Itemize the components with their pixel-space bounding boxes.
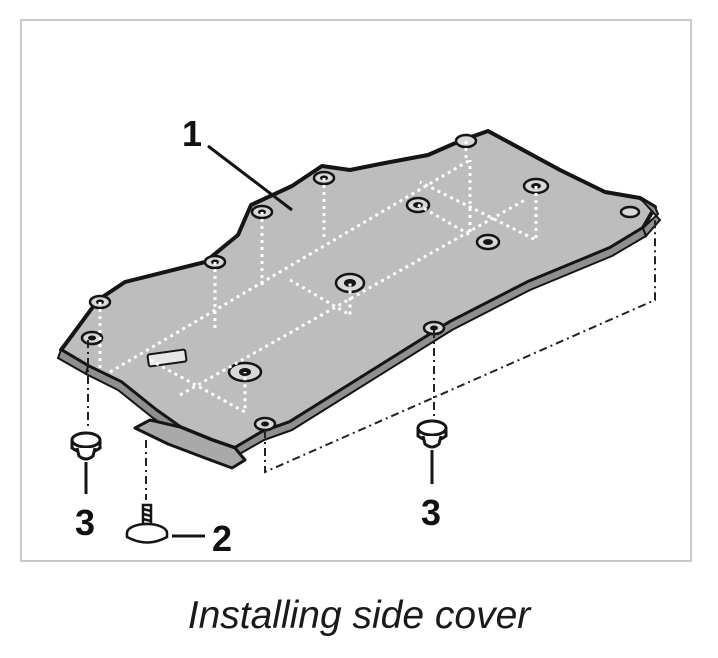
side-cover-slot bbox=[146, 348, 188, 368]
mounting-bosses bbox=[80, 133, 641, 432]
callout-clip-right: 3 bbox=[421, 492, 441, 533]
clip-nut-left bbox=[70, 431, 102, 461]
callout-screw: 2 bbox=[212, 518, 232, 559]
callout-cover: 1 bbox=[182, 113, 202, 154]
figure-caption: Installing side cover bbox=[187, 594, 531, 637]
callout-clip-left: 3 bbox=[75, 502, 95, 543]
cover-leader bbox=[207, 144, 293, 212]
side-cover-left-flange bbox=[56, 348, 90, 376]
hidden-guide-lines bbox=[98, 141, 538, 415]
side-cover-lower-tab bbox=[133, 418, 247, 470]
clip-nut-right bbox=[416, 419, 448, 449]
assembly-lines bbox=[87, 220, 656, 500]
screw bbox=[125, 503, 169, 544]
side-cover-panel bbox=[56, 129, 662, 470]
mounting-boss bbox=[619, 205, 641, 219]
side-cover-right-flange bbox=[639, 197, 662, 238]
